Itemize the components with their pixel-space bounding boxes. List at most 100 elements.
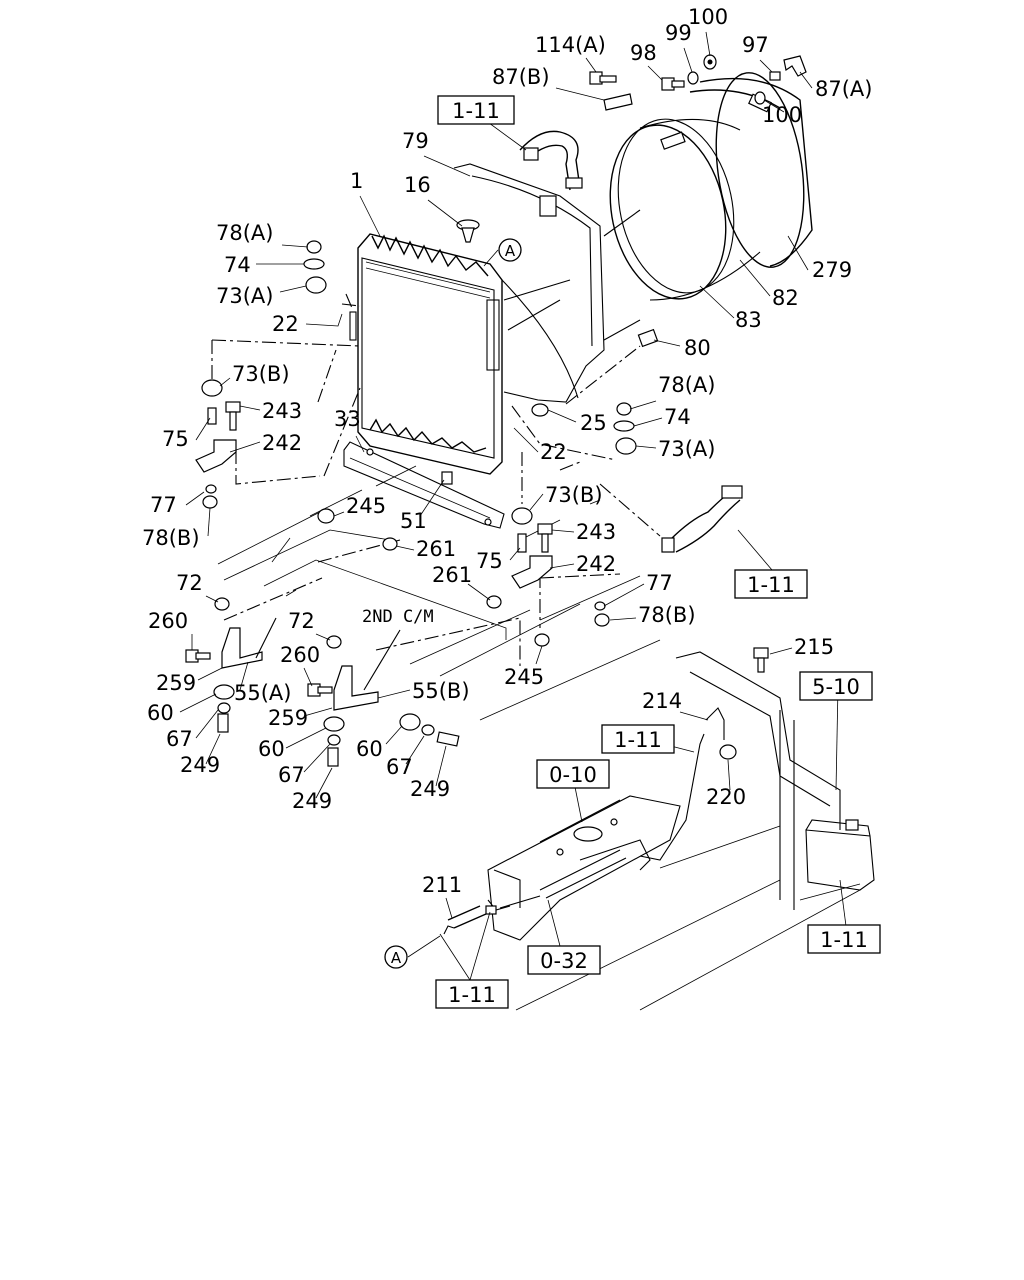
fan-shroud-ring [609,72,813,301]
mount-brackets [195,439,553,711]
part-callout-c19: 80 [684,336,711,360]
part-callout-c54: 60 [356,737,383,761]
upper-hose [519,130,583,191]
ref-box-r1: 1-11 [437,95,515,125]
ref-box-frame [734,569,808,599]
lower-hose [661,485,743,553]
part-callout-c18: 83 [735,308,762,332]
part-callout-c41: 77 [646,571,673,595]
part-callout-c06: 87(A) [815,77,872,101]
ref-box-r3: 5-10 [799,671,873,701]
part-callout-c20: 73(B) [232,362,290,386]
part-callout-c22: 243 [262,399,302,423]
part-callout-c36: 261 [416,537,456,561]
part-callout-c34: 78(B) [142,526,200,550]
part-callout-c05: 97 [742,33,769,57]
part-callout-c23: 74 [664,405,691,429]
part-callout-c28: 73(A) [658,437,715,461]
ref-box-label: 0-32 [540,949,588,973]
part-callout-c33: 51 [400,509,427,533]
ref-box-frame [437,95,515,125]
hose-211 [443,895,541,935]
leader-lines [211,293,661,666]
part-callout-c50: 60 [147,701,174,725]
ref-box-r8: 1-11 [435,979,509,1009]
part-callout-c17: 82 [772,286,799,310]
part-callout-c38: 242 [576,552,616,576]
part-callout-c04: 100 [688,5,728,29]
part-callout-c02: 98 [630,41,657,65]
circle-marker-letter: A [505,242,516,260]
ref-box-frame [601,724,675,754]
ref-box-r2: 1-11 [734,569,808,599]
ref-box-frame [536,759,610,789]
part-callout-c08: 100 [762,103,802,127]
part-callout-c44: 72 [288,609,315,633]
part-callout-c37: 75 [476,549,503,573]
part-callout-c40: 261 [432,563,472,587]
ref-box-frame [807,924,881,954]
part-callout-c10: 1 [350,169,363,193]
second-cm-annotation: 2ND C/M [362,607,434,627]
radiator-core [349,233,503,475]
circle-marker-m1: A [498,238,522,262]
part-callout-c58: 249 [292,789,332,813]
chassis-frame [217,465,661,721]
callout-leaders [179,31,847,981]
part-callout-c45: 260 [280,643,320,667]
part-callout-c51: 259 [268,706,308,730]
part-callout-c24: 33 [334,407,361,431]
part-callout-c48: 55(B) [412,679,470,703]
part-callout-c29: 22 [540,440,567,464]
part-callout-c59: 249 [410,777,450,801]
ref-box-r7: 1-11 [807,924,881,954]
circle-marker-ring [384,945,408,969]
part-callout-c13: 74 [224,253,251,277]
part-callout-c12: 78(A) [216,221,273,245]
ref-box-r4: 1-11 [601,724,675,754]
part-callout-c46: 259 [156,671,196,695]
part-callout-c27: 242 [262,431,302,455]
part-callout-c52: 67 [166,727,193,751]
ref-box-frame [527,945,601,975]
part-callout-c01: 114(A) [535,33,606,57]
ref-box-label: 1-11 [747,573,795,597]
ref-box-label: 0-10 [549,763,597,787]
part-callout-c07: 87(B) [492,65,550,89]
part-callout-c60: 215 [794,635,834,659]
part-callout-c55: 249 [180,753,220,777]
ref-box-label: 1-11 [820,928,868,952]
part-callout-c15: 22 [272,312,299,336]
part-callout-c32: 245 [346,494,386,518]
shroud-panel [453,163,641,403]
reserve-tank-assembly [515,651,875,1011]
part-callout-c35: 243 [576,520,616,544]
part-callout-c53: 60 [258,737,285,761]
circle-marker-m2: A [384,945,408,969]
part-callout-c25: 25 [580,411,607,435]
ref-box-label: 1-11 [448,983,496,1007]
part-callout-c39: 72 [176,571,203,595]
part-callout-c43: 260 [148,609,188,633]
part-callout-c57: 67 [386,755,413,779]
part-callout-c21: 78(A) [658,373,715,397]
bottom-channel [343,441,505,529]
ref-box-frame [799,671,873,701]
part-callout-c30: 73(B) [545,483,603,507]
engine-block [487,795,681,941]
circle-marker-letter: A [391,949,402,967]
ref-box-label: 1-11 [614,728,662,752]
part-callout-c03: 99 [665,21,692,45]
part-callout-c11: 16 [404,173,431,197]
ref-box-frame [435,979,509,1009]
circle-marker-ring [498,238,522,262]
circle-markers: AA [384,238,522,969]
part-callout-c49: 245 [504,665,544,689]
part-callout-c31: 77 [150,493,177,517]
part-callout-c61: 214 [642,689,682,713]
part-callout-c63: 211 [422,873,462,897]
ref-box-r5: 0-10 [536,759,610,789]
part-callout-c42: 78(B) [638,603,696,627]
